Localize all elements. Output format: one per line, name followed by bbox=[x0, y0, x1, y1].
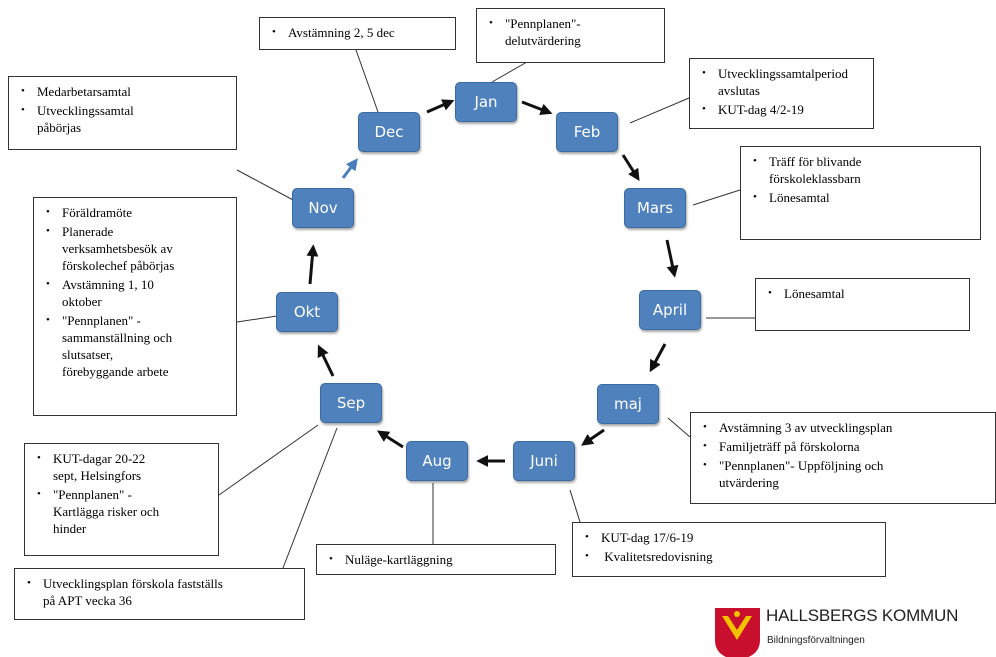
logo-subtitle: Bildningsförvaltningen bbox=[767, 635, 865, 646]
leader-juni bbox=[569, 489, 581, 523]
month-juni: Juni bbox=[513, 441, 575, 481]
note-item: Utvecklingssamtal påbörjas bbox=[21, 102, 226, 136]
note-item: "Pennplanen"- delutvärdering bbox=[489, 15, 654, 49]
note-item: Avstämning 3 av utvecklingsplan bbox=[703, 419, 985, 436]
note-item: "Pennplanen"- Uppföljning och utvärderin… bbox=[703, 457, 985, 491]
note-feb: Utvecklingssamtalperiod avslutas KUT-dag… bbox=[689, 58, 874, 129]
month-mars: Mars bbox=[624, 188, 686, 228]
note-item: KUT-dag 17/6-19 bbox=[585, 529, 875, 546]
arrow-aug-sep bbox=[376, 430, 404, 449]
note-item: KUT-dag 4/2-19 bbox=[702, 101, 863, 118]
arrow-maj-juni bbox=[581, 428, 605, 446]
note-item: Utvecklingssamtalperiod avslutas bbox=[702, 65, 863, 99]
note-item: Planerade verksamhetsbesök av förskolech… bbox=[46, 223, 226, 274]
note-item: Nuläge-kartläggning bbox=[329, 551, 545, 568]
month-maj: maj bbox=[597, 384, 659, 424]
logo-name: HALLSBERGS KOMMUN bbox=[766, 606, 959, 625]
arrow-nov-dec bbox=[341, 158, 358, 179]
note-item: Utvecklingsplan förskola fastställs på A… bbox=[27, 575, 294, 609]
arrow-dec-jan bbox=[426, 99, 455, 114]
arrow-april-maj bbox=[649, 343, 667, 373]
leader-maj bbox=[667, 417, 691, 438]
month-sep: Sep bbox=[320, 383, 382, 423]
note-item: Kvalitetsredovisning bbox=[585, 548, 875, 565]
month-feb: Feb bbox=[556, 112, 618, 152]
note-item: Avstämning 2, 5 dec bbox=[272, 24, 445, 41]
note-jan: "Pennplanen"- delutvärdering bbox=[476, 8, 665, 63]
note-aug: Nuläge-kartläggning bbox=[316, 544, 556, 575]
note-sep-a: KUT-dagar 20-22 sept, Helsingfors "Pennp… bbox=[24, 443, 219, 556]
note-maj: Avstämning 3 av utvecklingsplan Familjet… bbox=[690, 412, 996, 504]
leader-dec bbox=[355, 49, 379, 113]
note-item: "Pennplanen" - sammanställning och sluts… bbox=[46, 312, 226, 380]
note-item: Lönesamtal bbox=[768, 285, 959, 302]
leader-sep-b bbox=[282, 427, 338, 569]
month-nov: Nov bbox=[292, 188, 354, 228]
arrow-mars-april bbox=[665, 239, 679, 278]
leader-okt bbox=[236, 315, 278, 323]
note-item: Familjeträff på förskolorna bbox=[703, 438, 985, 455]
note-item: "Pennplanen" - Kartlägga risker och hind… bbox=[37, 486, 208, 537]
note-april: Lönesamtal bbox=[755, 278, 970, 331]
note-okt: Föräldramöte Planerade verksamhetsbesök … bbox=[33, 197, 237, 416]
note-juni: KUT-dag 17/6-19 Kvalitetsredovisning bbox=[572, 522, 886, 577]
arrow-okt-nov bbox=[306, 244, 319, 285]
note-item: Medarbetarsamtal bbox=[21, 83, 226, 100]
month-okt: Okt bbox=[276, 292, 338, 332]
logo: HALLSBERGS KOMMUN Bildningsförvaltningen bbox=[711, 604, 996, 657]
month-dec: Dec bbox=[358, 112, 420, 152]
note-item: KUT-dagar 20-22 sept, Helsingfors bbox=[37, 450, 208, 484]
note-dec: Avstämning 2, 5 dec bbox=[259, 17, 456, 50]
hallsberg-crest-icon bbox=[715, 608, 760, 657]
arrow-feb-mars bbox=[621, 154, 640, 182]
month-jan: Jan bbox=[455, 82, 517, 122]
note-mars: Träff för blivande förskoleklassbarn Lön… bbox=[740, 146, 981, 240]
note-item: Avstämning 1, 10 oktober bbox=[46, 276, 226, 310]
arrow-jan-feb bbox=[521, 100, 553, 116]
month-aug: Aug bbox=[406, 441, 468, 481]
note-item: Lönesamtal bbox=[753, 189, 970, 206]
leader-nov bbox=[236, 169, 296, 202]
note-item: Träff för blivande förskoleklassbarn bbox=[753, 153, 970, 187]
note-nov: Medarbetarsamtal Utvecklingssamtal påbör… bbox=[8, 76, 237, 150]
leader-mars bbox=[692, 189, 741, 206]
arrow-sep-okt bbox=[317, 344, 335, 377]
leader-feb bbox=[629, 97, 690, 124]
leader-jan bbox=[491, 61, 528, 83]
note-item: Föräldramöte bbox=[46, 204, 226, 221]
month-april: April bbox=[639, 290, 701, 330]
leader-sep-a bbox=[218, 424, 319, 496]
note-sep-b: Utvecklingsplan förskola fastställs på A… bbox=[14, 568, 305, 620]
